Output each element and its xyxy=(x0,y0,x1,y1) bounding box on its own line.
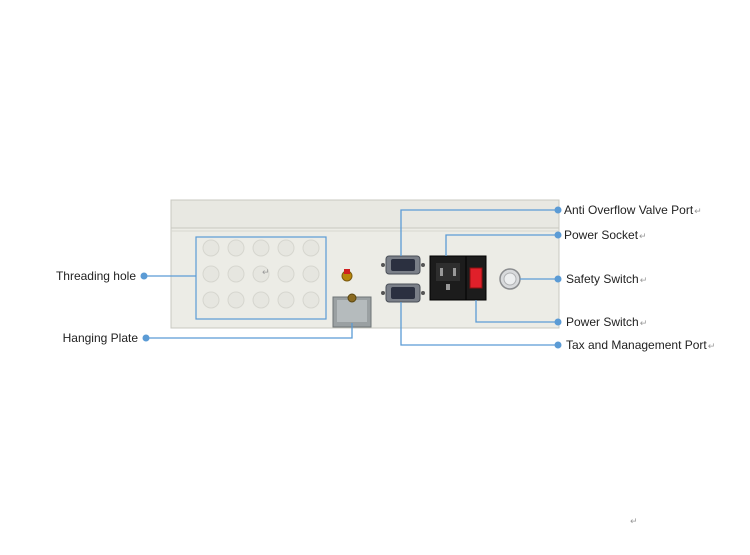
return-arrow-icon: ↵ xyxy=(639,318,648,328)
hanging-plate xyxy=(332,293,372,328)
return-arrow-icon: ↵ xyxy=(694,206,702,216)
return-arrow-icon: ↵ xyxy=(707,341,716,351)
threading-hole-frame xyxy=(195,236,327,320)
return-arrow-icon: ↵ xyxy=(639,231,647,241)
db9-port-lower xyxy=(381,283,425,303)
callout-tax-management-port: Tax and Management Port↵ xyxy=(566,338,716,352)
threading-hole-grid xyxy=(202,239,320,309)
callout-threading-hole: Threading hole xyxy=(55,269,136,283)
power-socket xyxy=(429,255,467,301)
power-switch xyxy=(465,255,487,301)
db9-port-upper xyxy=(381,255,425,275)
callout-power-switch: Power Switch↵ xyxy=(566,315,648,329)
leader-lines xyxy=(144,209,556,346)
callout-safety-switch: Safety Switch↵ xyxy=(566,272,648,286)
anti-overflow-valve xyxy=(341,269,353,282)
leader-dots xyxy=(140,206,562,349)
enclosure-top xyxy=(170,199,560,229)
callout-power-socket: Power Socket↵ xyxy=(564,228,647,242)
return-arrow-icon: ↵ xyxy=(639,275,648,285)
safety-switch xyxy=(499,268,521,290)
return-arrow-icon: ↵ xyxy=(630,516,638,526)
return-arrow-icon: ↵ xyxy=(262,267,270,277)
callout-hanging-plate: Hanging Plate xyxy=(62,331,138,345)
callout-anti-overflow-valve-port: Anti Overflow Valve Port↵ xyxy=(564,203,702,217)
